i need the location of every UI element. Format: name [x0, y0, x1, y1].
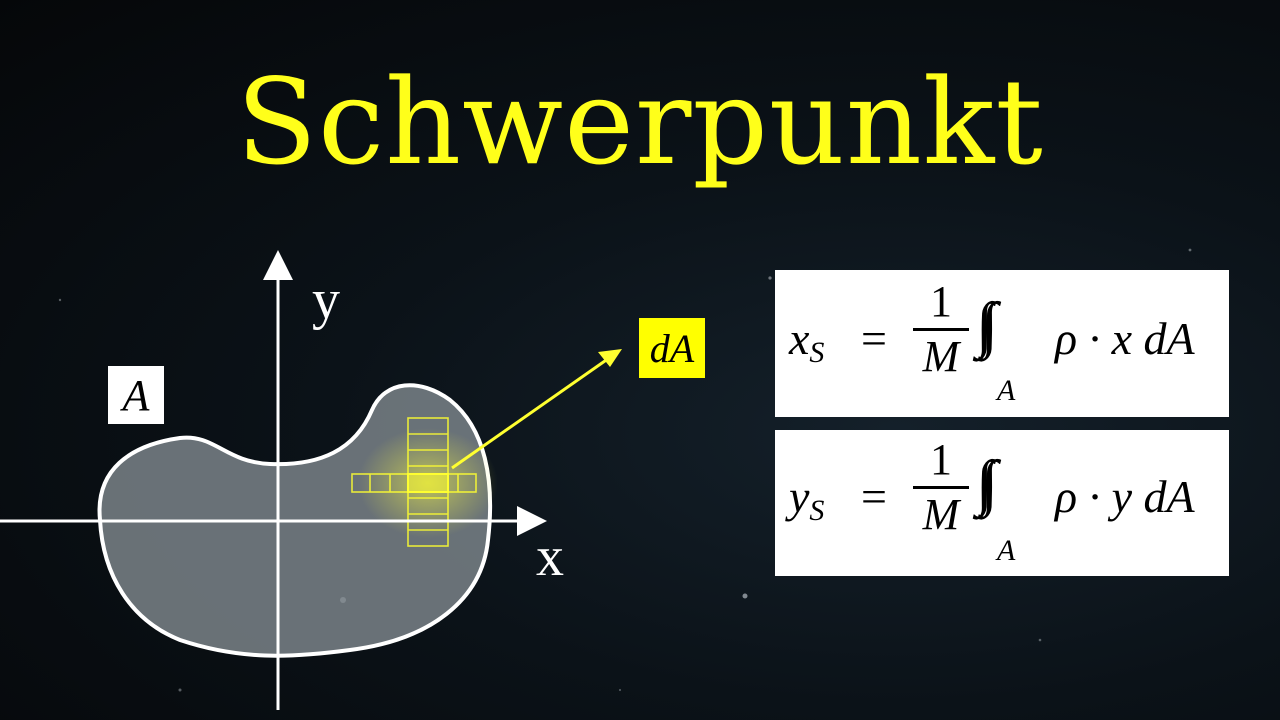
- integrand: ρ · x dA: [1055, 313, 1195, 364]
- formula-lhs: yS: [789, 471, 825, 527]
- y-axis-label: y: [312, 269, 340, 331]
- equals-sign: =: [861, 313, 887, 364]
- fraction-numerator: 1: [930, 435, 952, 484]
- element-pointer-arrowhead: [598, 349, 622, 367]
- integrand: ρ · y dA: [1055, 471, 1195, 522]
- region-label-box: [108, 366, 164, 424]
- formula-xs: xS = 1 M ∫∫ A ρ · x dA: [775, 270, 1229, 417]
- fraction-bar: [913, 328, 969, 331]
- element-label: dA: [650, 326, 695, 371]
- equals-sign: =: [861, 471, 887, 522]
- page-title: Schwerpunkt: [236, 53, 1044, 191]
- formula-ys: yS = 1 M ∫∫ A ρ · y dA: [775, 430, 1229, 576]
- fraction-bar: [913, 486, 969, 489]
- fraction: 1 M: [913, 438, 969, 537]
- x-axis-label: x: [536, 526, 564, 588]
- fraction-denominator: M: [922, 332, 960, 381]
- fraction-denominator: M: [922, 490, 960, 539]
- integral-domain: A: [997, 534, 1016, 567]
- area-element: [407, 473, 449, 493]
- element-label-box: [639, 318, 705, 378]
- integral-domain: A: [997, 374, 1016, 407]
- region-label: A: [120, 371, 151, 420]
- fraction: 1 M: [913, 280, 969, 379]
- formula-lhs: xS: [789, 313, 825, 369]
- fraction-numerator: 1: [930, 277, 952, 326]
- element-pointer-arrow: [451, 354, 613, 470]
